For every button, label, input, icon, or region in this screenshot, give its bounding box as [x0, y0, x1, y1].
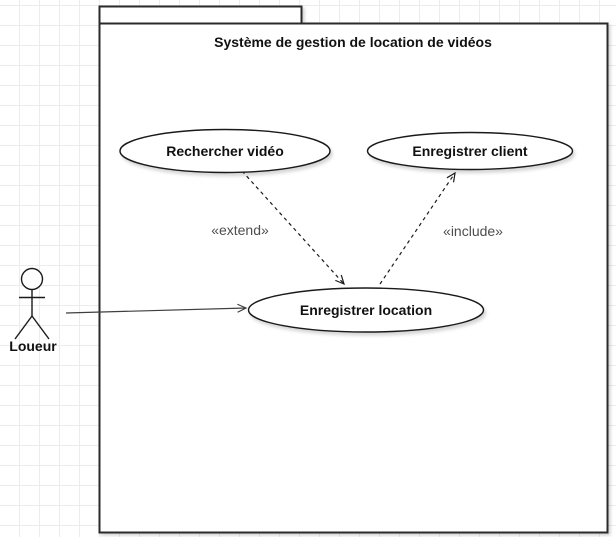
- system-boundary-frame[interactable]: [98, 22, 609, 534]
- association-edge-loueur-location[interactable]: [65, 303, 248, 314]
- use-case-enregistrer-location-label: Enregistrer location: [300, 302, 432, 318]
- include-label: «include»: [443, 223, 503, 239]
- use-case-rechercher-video-label: Rechercher vidéo: [166, 143, 284, 159]
- system-boundary[interactable]: [98, 5, 609, 534]
- actor-right-leg: [31, 315, 50, 340]
- use-case-rechercher-video[interactable]: Rechercher vidéo: [119, 128, 331, 174]
- extend-edge[interactable]: [241, 170, 345, 286]
- use-case-enregistrer-client[interactable]: Enregistrer client: [366, 131, 574, 171]
- actor-left-leg: [14, 315, 33, 340]
- actor-label: Loueur: [9, 338, 57, 354]
- system-title: Système de gestion de location de vidéos: [214, 34, 492, 50]
- use-case-enregistrer-client-label: Enregistrer client: [412, 143, 527, 159]
- actor-loueur[interactable]: [14, 267, 50, 340]
- extend-label: «extend»: [211, 222, 269, 238]
- actor-head: [20, 267, 44, 291]
- system-boundary-tab[interactable]: [98, 5, 303, 25]
- use-case-enregistrer-location[interactable]: Enregistrer location: [247, 287, 485, 333]
- include-edge[interactable]: [379, 171, 456, 285]
